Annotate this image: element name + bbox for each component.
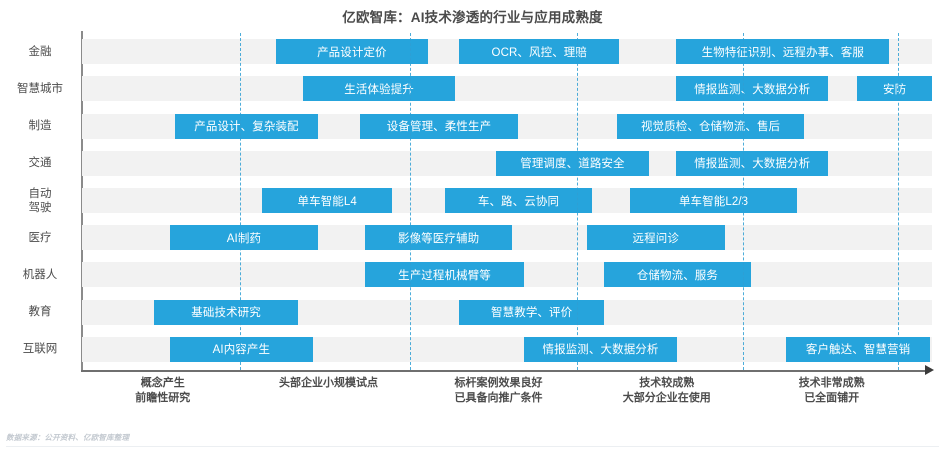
y-axis-label-line: 智慧城市 [17,82,63,95]
bar-segment[interactable]: 远程问诊 [586,225,725,251]
x-axis-stage-label-line: 头部企业小规模试点 [279,377,378,389]
bar-segment[interactable]: 情报监测、大数据分析 [676,76,829,102]
x-axis-stage-label-line: 技术非常成熟 [798,377,865,389]
footer-divider [6,446,939,447]
y-axis-label-line: 驾驶 [28,201,52,214]
bar-segment[interactable]: OCR、风控、理赔 [459,39,620,65]
x-axis-stage-label-line: 已全面铺开 [804,391,860,404]
y-axis-label-line: 教育 [28,306,52,319]
x-axis-stage-label: 技术较成熟大部分企业在使用 [582,376,752,405]
bar-segment[interactable]: 基础技术研究 [154,299,298,325]
bar-segment[interactable]: 仓储物流、服务 [603,262,751,288]
x-axis-stage-label-line: 大部分企业在使用 [622,391,711,404]
x-axis-stage-label: 标杆案例效果良好已具备向推广条件 [414,376,584,405]
stage-separator-line [743,33,745,370]
stage-separator-line [410,33,412,370]
x-axis-stage-label: 技术非常成熟已全面铺开 [747,376,917,405]
x-axis-stage-label: 头部企业小规模试点 [244,376,414,391]
x-axis-stage-labels: 概念产生前瞻性研究头部企业小规模试点标杆案例效果良好已具备向推广条件技术较成熟大… [82,376,932,416]
y-axis-label: 自动驾驶 [2,187,78,215]
y-axis-label-line: 制造 [28,120,52,133]
bar-segment[interactable]: 产品设计、复杂装配 [174,113,319,139]
bar-segment[interactable]: 生活体验提升 [303,76,456,102]
y-axis-label-line: 医疗 [28,231,52,244]
bar-segment[interactable]: 车、路、云协同 [444,188,592,213]
bar-segment[interactable]: 影像等医疗辅助 [365,225,513,251]
stage-separator-line [576,33,578,370]
y-axis-label: 金融 [2,45,78,59]
x-axis-stage-label-line: 概念产生 [140,377,185,389]
bar-segment[interactable]: 单车智能L4 [262,188,393,213]
x-axis-stage-label-line: 前瞻性研究 [135,391,191,404]
y-axis-label-line: 自动 [28,187,52,200]
bar-segment[interactable]: 生产过程机械臂等 [365,262,524,288]
y-axis-label: 教育 [2,305,78,319]
bar-segment[interactable]: 安防 [857,76,932,102]
y-axis-label: 互联网 [2,342,78,356]
x-axis-stage-label-line: 标杆案例效果良好 [454,377,543,389]
y-axis-label-line: 机器人 [22,268,58,281]
bar-segment[interactable]: AI制药 [169,225,319,251]
bar-segment[interactable]: 情报监测、大数据分析 [676,150,829,176]
y-axis-label-line: 交通 [28,157,52,170]
y-axis-label: 医疗 [2,231,78,245]
stage-separator-line [240,33,242,370]
bar-segment[interactable]: 设备管理、柔性生产 [359,113,519,139]
bar-segment[interactable]: 客户触达、智慧营销 [785,336,931,362]
y-axis-label: 智慧城市 [2,82,78,96]
y-axis-label-line: 互联网 [22,343,58,356]
bar-segment[interactable]: 智慧教学、评价 [459,299,604,325]
x-axis-arrow-icon [925,365,934,375]
bar-segment[interactable]: AI内容产生 [169,336,314,362]
bar-segment[interactable]: 管理调度、道路安全 [495,150,649,176]
bar-segment[interactable]: 单车智能L2/3 [630,188,797,213]
y-axis-label: 交通 [2,156,78,170]
x-axis-stage-label-line: 已具备向推广条件 [454,391,543,404]
page-title: 亿欧智库：AI技术渗透的行业与应用成熟度 [342,10,603,25]
y-axis-label: 制造 [2,119,78,133]
x-axis-line [81,370,927,372]
y-axis-labels: 金融智慧城市制造交通自动驾驶医疗机器人教育互联网 [0,33,78,368]
bar-segment[interactable]: 视觉质检、仓储物流、售后 [616,113,805,139]
y-axis-label: 机器人 [2,268,78,282]
bar-segment[interactable]: 情报监测、大数据分析 [524,336,677,362]
bar-segment[interactable]: 生物特征识别、远程办事、客服 [676,39,890,65]
bar-segment[interactable]: 产品设计定价 [275,39,428,65]
y-axis-label-line: 金融 [28,45,52,58]
source-note: 数据来源：公开资料、亿欧智库整理 [6,433,130,442]
x-axis-stage-label: 概念产生前瞻性研究 [78,376,248,405]
stage-separator-line [898,33,899,370]
x-axis-stage-label-line: 技术较成熟 [639,377,695,389]
